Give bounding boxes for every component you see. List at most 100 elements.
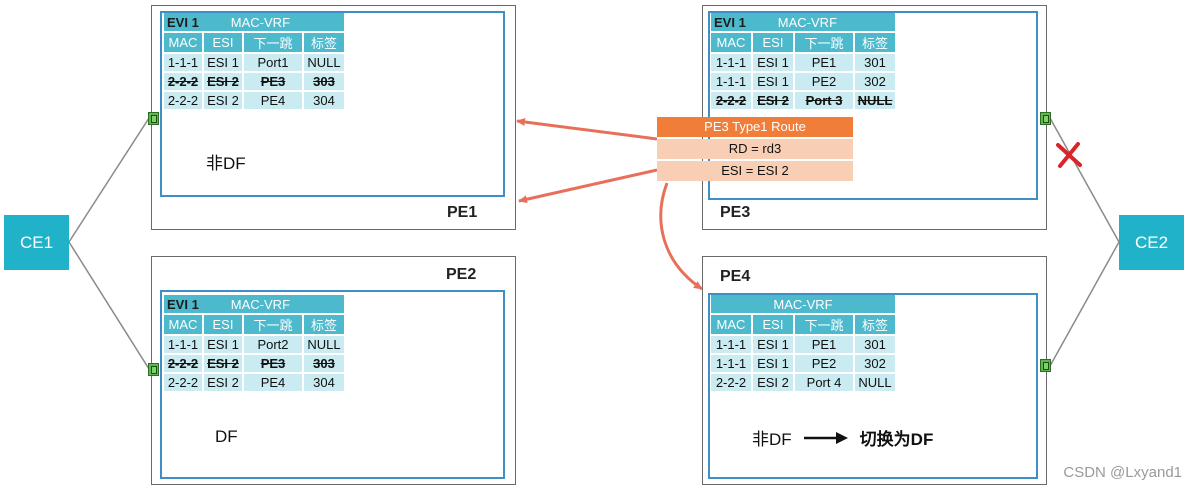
cell-next-hop: Port2 <box>244 336 302 353</box>
pe3-table-title: EVI 1 MAC-VRF <box>711 13 895 31</box>
col-next-hop: 下一跳 <box>244 33 302 52</box>
route-rd: RD = rd3 <box>657 139 853 159</box>
cell-label: 304 <box>304 92 344 109</box>
pe4-df-switch: 非DF 切换为DF <box>752 425 933 450</box>
vrf-label: MAC-VRF <box>230 296 291 312</box>
pe2-df-status: DF <box>215 427 238 446</box>
link-ce2-pe4 <box>1049 241 1120 367</box>
cell-esi: ESI 1 <box>204 54 242 71</box>
link-ce2-pe3 <box>1049 117 1120 243</box>
cell-next-hop: PE3 <box>244 355 302 372</box>
pe1-name: PE1 <box>447 204 478 221</box>
vrf-label: MAC-VRF <box>777 14 838 30</box>
pe1-table-title: EVI 1 MAC-VRF <box>164 13 344 31</box>
vrf-label: MAC-VRF <box>773 296 833 312</box>
col-esi: ESI <box>204 315 242 334</box>
cell-esi: ESI 1 <box>753 355 793 372</box>
type1-route-box[interactable]: PE3 Type1 Route RD = rd3 ESI = ESI 2 <box>657 117 853 183</box>
cell-next-hop: PE1 <box>795 336 853 353</box>
col-mac: MAC <box>164 315 202 334</box>
cell-next-hop: Port 4 <box>795 374 853 391</box>
route-esi: ESI = ESI 2 <box>657 161 853 181</box>
col-mac: MAC <box>164 33 202 52</box>
cell-esi: ESI 1 <box>204 336 242 353</box>
col-esi: ESI <box>753 315 793 334</box>
evi-label: EVI 1 <box>167 14 199 30</box>
cell-esi: ESI 2 <box>204 374 242 391</box>
cell-label: 302 <box>855 73 895 90</box>
col-label: 标签 <box>855 315 895 334</box>
pe4-name: PE4 <box>720 268 751 285</box>
cell-mac: 2-2-2 <box>164 73 202 90</box>
pe4-switch-target: 切换为DF <box>859 430 934 449</box>
cell-mac: 1-1-1 <box>711 336 751 353</box>
cell-label: NULL <box>855 374 895 391</box>
link-failure-icon <box>1056 142 1082 168</box>
arrow-right-icon <box>803 431 848 444</box>
col-label: 标签 <box>304 315 344 334</box>
route-arrow-to-pe1-lower <box>518 168 658 204</box>
cell-label: 304 <box>304 374 344 391</box>
cell-mac: 2-2-2 <box>711 374 751 391</box>
cell-label: 303 <box>304 355 344 372</box>
ce2-node[interactable]: CE2 <box>1119 215 1184 270</box>
pe4-port-icon[interactable] <box>1040 359 1051 372</box>
cell-mac: 2-2-2 <box>164 355 202 372</box>
cell-next-hop: PE1 <box>795 54 853 71</box>
cell-esi: ESI 1 <box>753 73 793 90</box>
cell-mac: 2-2-2 <box>711 92 751 109</box>
cell-mac: 1-1-1 <box>711 355 751 372</box>
pe4-inner-frame <box>708 293 1038 479</box>
pe3-name: PE3 <box>720 204 751 221</box>
cell-label: NULL <box>855 92 895 109</box>
ce1-node[interactable]: CE1 <box>4 215 69 270</box>
cell-esi: ESI 2 <box>204 73 242 90</box>
evi-label: EVI 1 <box>714 14 746 30</box>
pe3-port-icon[interactable] <box>1040 112 1051 125</box>
watermark: CSDN @Lxyand1 <box>1063 464 1182 481</box>
pe4-table-title: MAC-VRF <box>711 295 895 313</box>
cell-mac: 2-2-2 <box>164 374 202 391</box>
cell-esi: ESI 1 <box>753 336 793 353</box>
ce1-label: CE1 <box>19 232 54 252</box>
cell-mac: 1-1-1 <box>164 336 202 353</box>
cell-mac: 1-1-1 <box>711 73 751 90</box>
pe2-inner-frame <box>160 290 505 479</box>
pe1-port-icon[interactable] <box>148 112 159 125</box>
cell-next-hop: PE4 <box>244 374 302 391</box>
vrf-label: MAC-VRF <box>230 14 291 30</box>
cell-next-hop: Port1 <box>244 54 302 71</box>
col-label: 标签 <box>304 33 344 52</box>
pe1-df-status: 非DF <box>206 154 246 173</box>
route-arrow-to-pe4 <box>659 182 703 291</box>
ce2-label: CE2 <box>1134 232 1169 252</box>
pe2-port-icon[interactable] <box>148 363 159 376</box>
cell-next-hop: Port 3 <box>795 92 853 109</box>
cell-label: NULL <box>304 54 344 71</box>
col-next-hop: 下一跳 <box>795 33 853 52</box>
cell-label: 301 <box>855 336 895 353</box>
col-esi: ESI <box>204 33 242 52</box>
cell-label: NULL <box>304 336 344 353</box>
cell-esi: ESI 1 <box>753 54 793 71</box>
cell-next-hop: PE3 <box>244 73 302 90</box>
pe1-inner-frame <box>160 11 505 197</box>
link-ce1-pe1 <box>68 117 150 243</box>
